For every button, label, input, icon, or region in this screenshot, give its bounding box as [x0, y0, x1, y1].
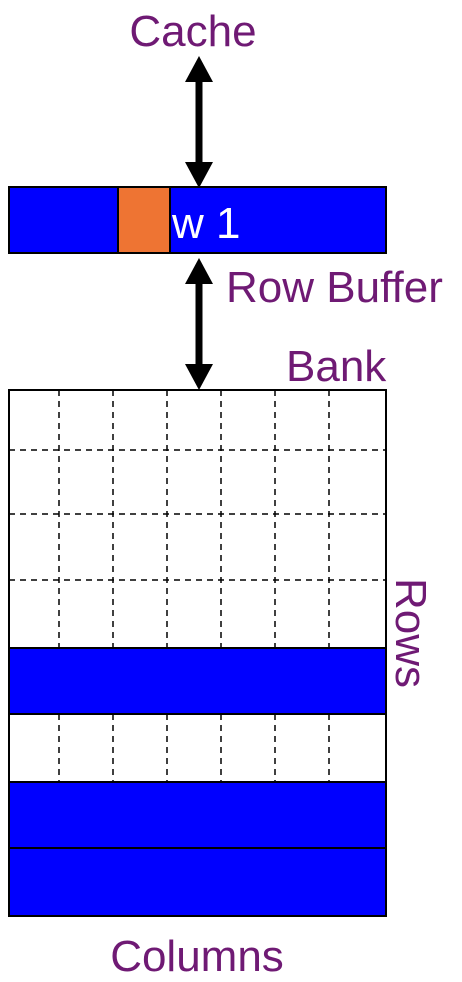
bank-dashed-grid [9, 390, 386, 782]
bank-label: Bank [286, 342, 387, 391]
rowbuffer-bank-arrow [185, 258, 213, 390]
row-buffer: w 1 [8, 186, 387, 254]
filled-row [8, 647, 387, 715]
bank [8, 389, 387, 917]
cache-label: Cache [129, 7, 256, 56]
columns-label: Columns [110, 932, 284, 981]
filled-row [8, 847, 387, 917]
selected-cell [117, 186, 171, 254]
rows-label: Rows [386, 578, 435, 688]
cache-rowbuffer-arrow [185, 56, 213, 188]
row-buffer-label: Row Buffer [226, 263, 443, 312]
filled-row [8, 781, 387, 849]
row-buffer-text: w 1 [171, 199, 240, 248]
